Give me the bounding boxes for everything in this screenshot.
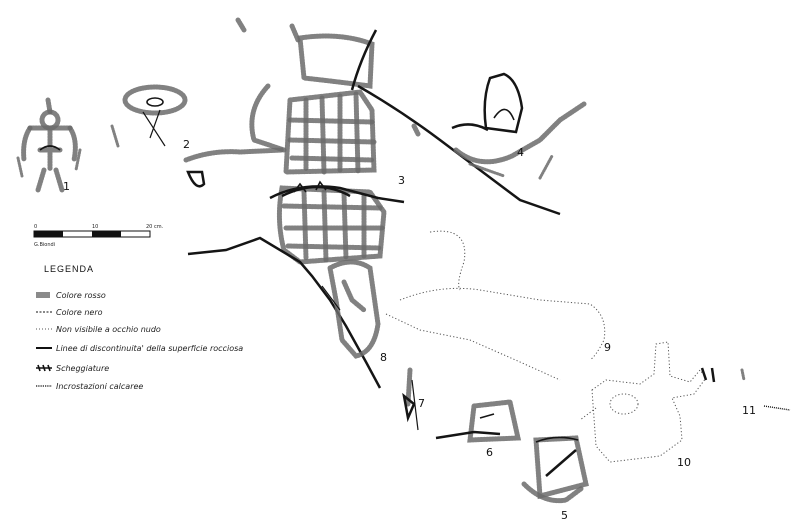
- figure-4-enclosure: [451, 72, 587, 180]
- legend-label-black: Colore nero: [56, 308, 103, 317]
- figure-3-grid-composition: [183, 17, 561, 389]
- legend-label-discontinuity: Linee di discontinuita' della superficie…: [56, 344, 243, 353]
- figure-number-8: 8: [380, 351, 387, 364]
- legend-swatch-flaking: [36, 364, 52, 372]
- figure-number-6: 6: [486, 446, 493, 459]
- figure-6-rectangle: [435, 399, 522, 443]
- figure-10-invisible-outline: [579, 341, 707, 463]
- figure-5-box: [521, 435, 589, 504]
- figure-number-5: 5: [561, 509, 568, 522]
- figure-number-7: 7: [418, 397, 425, 410]
- legend: LEGENDA Colore rosso Colore nero Non vis…: [36, 264, 243, 391]
- scale-tick-20: 20 cm.: [146, 224, 164, 230]
- figure-number-3: 3: [398, 174, 405, 187]
- figure-2-ellipse: [110, 84, 188, 148]
- legend-label-incrustation: Incrostazioni calcaree: [56, 382, 143, 391]
- figure-number-10: 10: [677, 456, 691, 469]
- legend-label-invisible: Non visibile a occhio nudo: [56, 325, 161, 334]
- figure-number-1: 1: [63, 180, 70, 193]
- legend-title: LEGENDA: [44, 264, 94, 274]
- scale-author: G.Biondi: [34, 242, 55, 248]
- figure-8-enclosure: [321, 259, 381, 359]
- figure-number-4: 4: [517, 146, 524, 159]
- legend-label-red: Colore rosso: [56, 291, 106, 300]
- scale-bar-segment: [34, 231, 63, 237]
- scale-bar-segment: [92, 231, 121, 237]
- legend-swatch-red: [36, 292, 50, 298]
- scale-tick-10: 10: [92, 224, 98, 230]
- figure-7-mark: [402, 367, 419, 431]
- figure-11-marks: [700, 367, 791, 411]
- figure-number-11: 11: [742, 404, 756, 417]
- figure-number-2: 2: [183, 138, 190, 151]
- scale-bar: 0 10 20 cm. G.Biondi: [33, 224, 164, 248]
- figure-9-invisible-outline: [385, 230, 606, 381]
- figure-number-9: 9: [604, 341, 611, 354]
- figure-1-anthropomorph: [16, 97, 82, 193]
- scale-tick-0: 0: [34, 224, 37, 230]
- legend-label-flaking: Scheggiature: [56, 364, 109, 373]
